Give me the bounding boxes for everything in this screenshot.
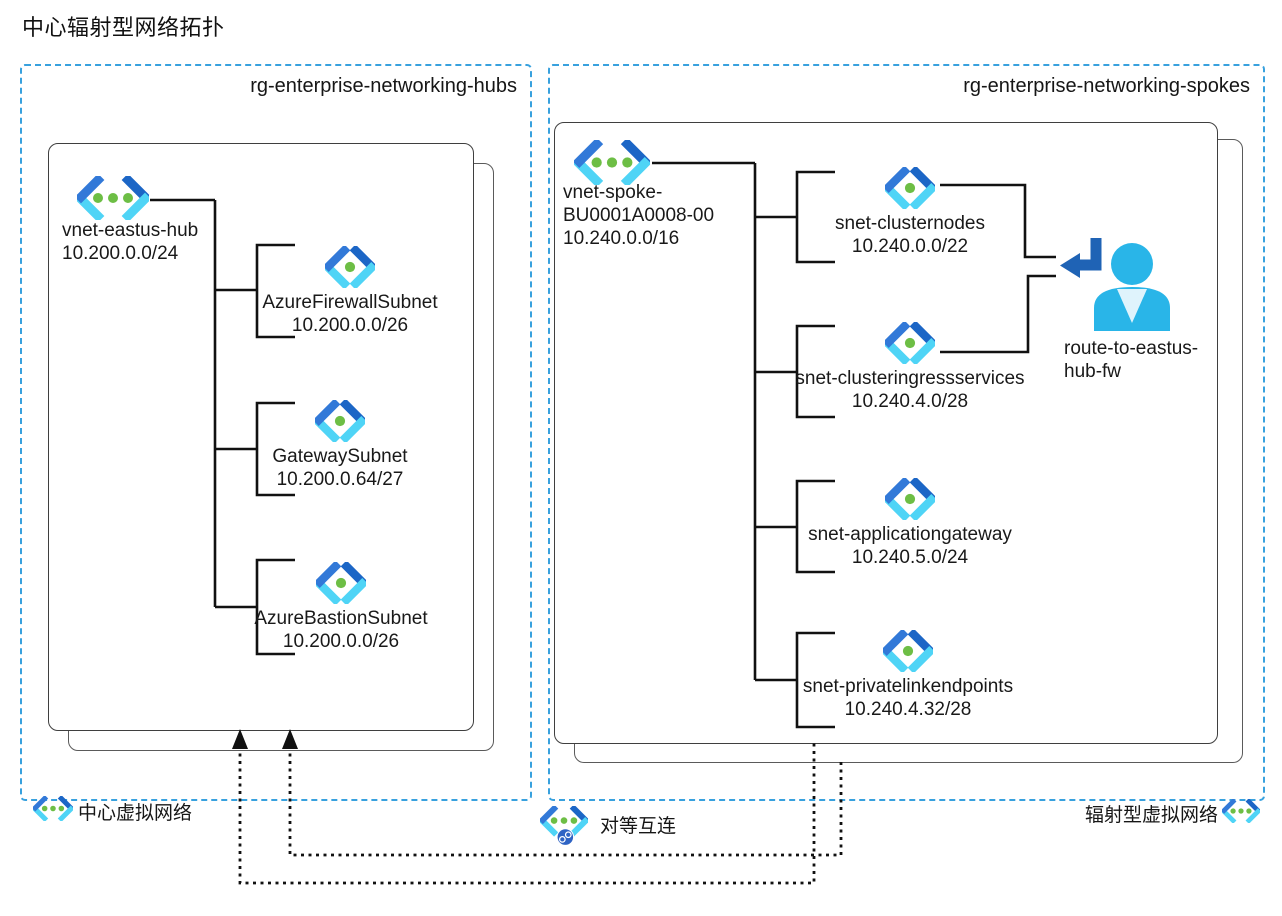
subnet-icon xyxy=(325,246,375,288)
subnet-icon xyxy=(885,167,935,209)
subnet-icon xyxy=(885,478,935,520)
subnet-cidr: 10.200.0.0/26 xyxy=(291,315,409,336)
subnet-name: AzureBastionSubnet xyxy=(254,608,428,629)
subnet-icon xyxy=(885,322,935,364)
subnet-node-appgateway: snet-applicationgateway 10.240.5.0/24 xyxy=(780,478,1040,569)
spoke-vnet-name-line2: BU0001A0008-00 xyxy=(563,205,715,226)
subnet-node-clusternodes: snet-clusternodes 10.240.0.0/22 xyxy=(780,167,1040,258)
spoke-vnet-name-line1: vnet-spoke- xyxy=(563,182,663,203)
route-table-user-icon xyxy=(1058,234,1170,334)
route-table-node: route-to-eastus- hub-fw xyxy=(1064,337,1198,383)
hub-vnet-node: vnet-eastus-hub 10.200.0.0/24 xyxy=(62,219,198,265)
subnet-node-azurebastion: AzureBastionSubnet 10.200.0.0/26 xyxy=(211,562,471,653)
resource-group-hubs-title: rg-enterprise-networking-hubs xyxy=(250,75,517,97)
subnet-icon xyxy=(316,562,366,604)
virtual-network-icon xyxy=(77,176,149,220)
subnet-icon xyxy=(883,630,933,672)
subnet-icon xyxy=(315,400,365,442)
hub-vnet-cidr: 10.200.0.0/24 xyxy=(62,243,179,264)
subnet-name: GatewaySubnet xyxy=(272,446,408,467)
subnet-node-gateway: GatewaySubnet 10.200.0.64/27 xyxy=(210,400,470,491)
subnet-name: snet-privatelinkendpoints xyxy=(802,676,1014,697)
subnet-cidr: 10.200.0.0/26 xyxy=(282,631,400,652)
subnet-cidr: 10.240.0.0/22 xyxy=(851,236,969,257)
legend-hub-vnet-label: 中心虚拟网络 xyxy=(78,803,193,824)
virtual-network-icon xyxy=(574,140,650,185)
subnet-cidr: 10.240.5.0/24 xyxy=(851,547,969,568)
spoke-vnet-node: vnet-spoke- BU0001A0008-00 10.240.0.0/16 xyxy=(563,181,714,250)
spoke-vnet-legend-icon xyxy=(1222,799,1260,823)
subnet-node-azurefirewall: AzureFirewallSubnet 10.200.0.0/26 xyxy=(220,246,480,337)
subnet-name: snet-clusternodes xyxy=(835,213,985,234)
hub-vnet-legend-icon xyxy=(33,796,73,821)
resource-group-spokes-title: rg-enterprise-networking-spokes xyxy=(963,75,1250,97)
legend-spoke-vnet-label: 辐射型虚拟网络 xyxy=(1084,805,1218,826)
peering-icon xyxy=(540,806,588,847)
spoke-vnet-box xyxy=(554,122,1218,744)
hub-vnet-name: vnet-eastus-hub xyxy=(62,220,199,241)
resource-group-spokes: rg-enterprise-networking-spokes xyxy=(548,64,1265,801)
subnet-name: snet-clusteringressservices xyxy=(795,368,1025,389)
subnet-name: AzureFirewallSubnet xyxy=(262,292,438,313)
subnet-cidr: 10.240.4.32/28 xyxy=(844,699,972,720)
route-name-line2: hub-fw xyxy=(1064,361,1122,382)
spoke-vnet-cidr: 10.240.0.0/16 xyxy=(563,228,680,249)
subnet-node-privatelink: snet-privatelinkendpoints 10.240.4.32/28 xyxy=(778,630,1038,721)
page-title: 中心辐射型网络拓扑 xyxy=(22,15,225,40)
subnet-node-clusteringress: snet-clusteringressservices 10.240.4.0/2… xyxy=(780,322,1040,413)
subnet-name: snet-applicationgateway xyxy=(808,524,1012,545)
subnet-cidr: 10.200.0.64/27 xyxy=(276,469,404,490)
legend-peering-label: 对等互连 xyxy=(600,816,677,837)
route-name-line1: route-to-eastus- xyxy=(1064,338,1199,359)
subnet-cidr: 10.240.4.0/28 xyxy=(851,391,969,412)
